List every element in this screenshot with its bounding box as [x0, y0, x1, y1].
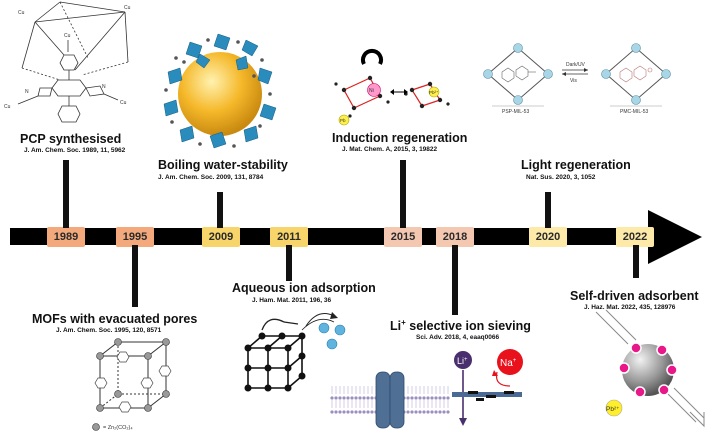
- year-2020: 2020: [529, 227, 567, 247]
- milestone-1995-title: MOFs with evacuated pores: [32, 312, 198, 326]
- milestone-2020-title: Light regeneration: [521, 158, 631, 172]
- tick-1995: [132, 245, 138, 307]
- dark-uv-label: Dark/UV: [566, 62, 586, 68]
- year-2015: 2015: [384, 227, 422, 247]
- milestone-1995-ref: J. Am. Chem. Soc. 1995, 120, 8571: [56, 327, 162, 334]
- na-ion-label: Na+: [500, 358, 517, 369]
- cu-label-3: Cu: [64, 33, 71, 39]
- n-label-2: N: [102, 84, 106, 90]
- year-2022: 2022: [616, 227, 654, 247]
- boiling-water-stability-figure: [163, 33, 277, 149]
- vis-label: Vis: [570, 78, 577, 84]
- milestone-1989-title: PCP synthesised: [20, 132, 122, 146]
- tick-2009: [217, 192, 223, 228]
- milestone-2018-ref: Sci. Adv. 2018, 4, eaaq0066: [416, 334, 500, 341]
- zn-legend-label: = Zn₂(CO₂)₄: [103, 425, 133, 431]
- li-ion-sieving-figure: Li+ Na+: [330, 349, 523, 429]
- tick-2015: [400, 160, 406, 228]
- milestone-1989-ref: J. Am. Chem. Soc. 1989, 11, 5962: [24, 147, 126, 154]
- milestone-2015-title: Induction regeneration: [332, 131, 468, 145]
- milestone-2011-title: Aqueous ion adsorption: [232, 281, 376, 295]
- tick-2022: [633, 245, 639, 278]
- induction-regeneration-figure: Ni Pb Pb²⁺: [334, 48, 450, 126]
- tick-2020: [545, 192, 551, 228]
- tick-2011: [286, 245, 292, 281]
- milestone-2009-title: Boiling water-stability: [158, 158, 288, 172]
- milestone-2015-ref: J. Mat. Chem. A, 2015, 3, 19822: [342, 146, 438, 153]
- year-2018: 2018: [436, 227, 474, 247]
- light-regeneration-figure: Dark/UV Vis PSP-MIL-53 PMC-MIL-53: [483, 43, 671, 115]
- ion-sieving-text: selective ion sieving: [405, 319, 531, 334]
- year-2011: 2011: [270, 227, 308, 247]
- cu-label-4: Cu: [4, 104, 11, 110]
- year-2009: 2009: [202, 227, 240, 247]
- cu-label-5: Cu: [120, 100, 127, 106]
- tick-2018: [452, 245, 458, 315]
- cu-label-1: Cu: [18, 10, 25, 16]
- year-1995: 1995: [116, 227, 154, 247]
- li-superscript: +: [401, 318, 406, 327]
- milestone-2022-title: Self-driven adsorbent: [570, 289, 699, 303]
- evacuated-pores-mof-figure: = Zn₂(CO₂)₄: [92, 338, 172, 431]
- pmc-label: PMC-MIL-53: [620, 109, 649, 115]
- psp-label: PSP-MIL-53: [502, 109, 529, 115]
- milestone-2020-ref: Nat. Sus. 2020, 3, 1052: [526, 174, 596, 181]
- n-label-1: N: [25, 89, 29, 95]
- milestone-2022-ref: J. Haz. Mat. 2022, 435, 128976: [584, 304, 676, 311]
- cu-label-2: Cu: [124, 5, 131, 11]
- pb-label: Pb: [340, 118, 346, 123]
- aqueous-ion-adsorption-figure: [244, 312, 346, 392]
- pcp-structure-figure: Cu Cu Cu Cu Cu N N: [4, 1, 131, 123]
- tick-1989: [63, 160, 69, 228]
- timeline-bar: [10, 228, 650, 245]
- pb2-label: Pb²⁺: [429, 90, 439, 95]
- self-driven-adsorbent-figure: Pb²⁺: [595, 309, 705, 428]
- timeline-arrowhead: [648, 210, 702, 264]
- pb2-small-label: Pb²⁺: [606, 406, 620, 413]
- ni-label: Ni: [369, 88, 374, 94]
- milestone-2018-title: Li+ selective ion sieving: [390, 318, 531, 333]
- li-text: Li: [390, 319, 402, 334]
- li-ion-label: Li+: [457, 356, 468, 366]
- milestone-2009-ref: J. Am. Chem. Soc. 2009, 131, 8784: [158, 174, 264, 181]
- year-1989: 1989: [47, 227, 85, 247]
- milestone-2011-ref: J. Ham. Mat. 2011, 196, 36: [252, 297, 332, 304]
